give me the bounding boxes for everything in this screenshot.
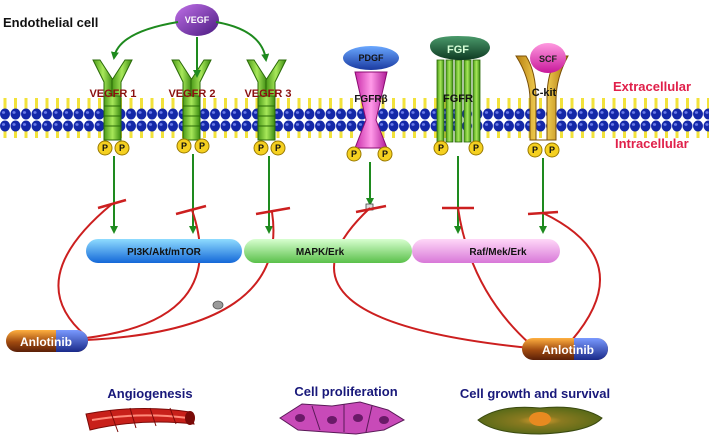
pi3k-pathway xyxy=(86,239,242,263)
anlotinib-right-to-ckit xyxy=(542,212,601,341)
phospho-label: P xyxy=(473,143,479,153)
anlotinib-right-label: Anlotinib xyxy=(542,343,594,357)
phospho-label: P xyxy=(438,143,444,153)
fgf-label: FGF xyxy=(447,44,469,56)
vegfr2-inhibition-bar xyxy=(175,204,207,216)
phospho-label: P xyxy=(549,145,555,155)
extracellular-label: Extracellular xyxy=(613,79,691,94)
small-dot xyxy=(212,300,224,310)
phospho-label: P xyxy=(258,143,264,153)
proliferating-cells-icon xyxy=(279,401,406,435)
phospho-label: P xyxy=(532,145,538,155)
raf-label: Raf/Mek/Erk xyxy=(469,247,527,258)
vegfr3-label: VEGFR 3 xyxy=(244,88,291,100)
anlotinib-left-label: Anlotinib xyxy=(20,335,72,349)
anlotinib-left xyxy=(6,330,88,352)
phospho-label: P xyxy=(275,143,281,153)
scf-ligand xyxy=(530,43,566,73)
pdgf-ligand xyxy=(343,46,399,70)
fgfr-label: FGFR xyxy=(443,93,473,105)
anlotinib-right xyxy=(522,338,608,360)
anlotinib-right-to-fgfrb xyxy=(333,207,531,349)
phospho-label: P xyxy=(102,143,108,153)
anlotinib-left-to-vegfr1 xyxy=(57,203,113,337)
mapk-label: MAPK/Erk xyxy=(296,247,345,258)
anlotinib-right-to-fgfr xyxy=(457,207,531,345)
vegfr2-label: VEGFR 2 xyxy=(168,88,215,100)
phospho-label: P xyxy=(181,141,187,151)
vegf-to-vegfr3-arrow xyxy=(215,21,270,62)
vegfr3-inhibition-bar xyxy=(255,206,291,216)
proliferation-label: Cell proliferation xyxy=(294,384,397,399)
growth-label: Cell growth and survival xyxy=(460,386,610,401)
vegfr1-receptor xyxy=(92,59,133,141)
anlotinib-left-to-vegfr2 xyxy=(85,209,201,339)
angiogenesis-label: Angiogenesis xyxy=(107,386,192,401)
pi3k-label: PI3K/Akt/mTOR xyxy=(127,247,201,258)
phospho-label: P xyxy=(351,149,357,159)
fgfrb-inhibition-bar xyxy=(355,204,387,214)
vegf-label: VEGF xyxy=(185,15,210,25)
vegfr3-receptor xyxy=(246,59,287,141)
fgfrb-label: FGFRβ xyxy=(354,94,387,105)
vegf-ligand xyxy=(175,4,219,36)
intracellular-label: Intracellular xyxy=(615,136,689,151)
mapk-pathway xyxy=(244,239,412,263)
blood-vessel-icon xyxy=(85,407,195,433)
phospho-label: P xyxy=(382,149,388,159)
scf-label: SCF xyxy=(539,54,558,64)
vegf-to-vegfr1-arrow xyxy=(110,21,179,60)
growing-cell-icon xyxy=(477,406,603,435)
phospho-label: P xyxy=(199,141,205,151)
phospho-label: P xyxy=(119,143,125,153)
vegfr2-receptor xyxy=(171,59,212,141)
pdgf-label: PDGF xyxy=(358,53,384,63)
cell-title: Endothelial cell xyxy=(3,15,98,30)
ckit-label: C-kit xyxy=(532,87,557,99)
raf-pathway xyxy=(412,239,560,263)
fgf-ligand xyxy=(430,36,490,60)
vegfr1-label: VEGFR 1 xyxy=(89,88,136,100)
fgfr-receptor xyxy=(436,59,481,143)
